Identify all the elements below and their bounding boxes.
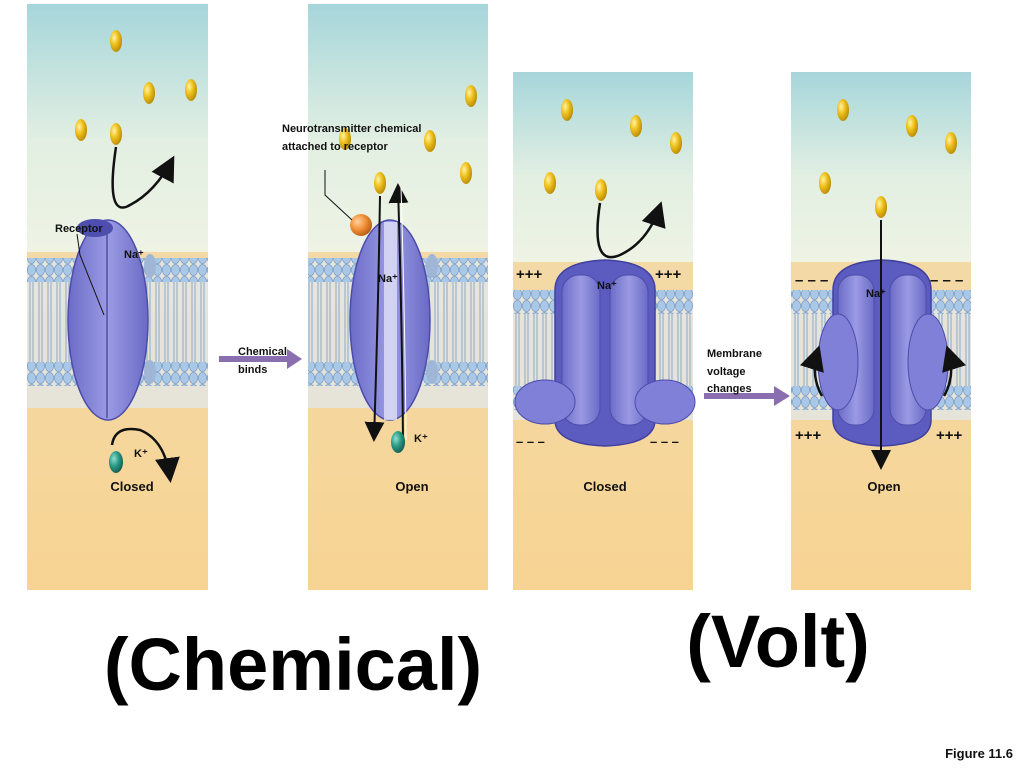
panel-voltage-closed: Na⁺ +++ +++ – – – – – – Closed <box>513 72 696 590</box>
transition-line-1: Membrane <box>707 348 762 360</box>
panel-chemical-closed: Receptor Na⁺ K⁺ Closed <box>27 4 208 590</box>
channel-protein <box>349 219 438 421</box>
sodium-label: Na⁺ <box>378 273 398 285</box>
status-label: Open <box>867 479 900 494</box>
neurotransmitter-bound <box>350 214 372 236</box>
sodium-label: Na⁺ <box>597 280 617 292</box>
transition-line-3: changes <box>707 383 752 395</box>
neurotransmitter-molecule <box>819 99 957 218</box>
sodium-label: Na⁺ <box>124 249 144 261</box>
charge-top-right: – – – <box>930 272 963 289</box>
status-label: Closed <box>110 479 153 494</box>
charge-bottom-left: +++ <box>795 427 822 444</box>
charge-bottom-right: +++ <box>936 427 963 444</box>
potassium-ion <box>391 431 405 453</box>
panel-chemical-open: Neurotransmitter chemical attached to re… <box>282 4 488 590</box>
title-chemical: (Chemical) <box>104 623 482 706</box>
charge-bottom-right: – – – <box>650 434 679 449</box>
panel-voltage-open: Na⁺ – – – – – – +++ +++ Open <box>791 72 971 590</box>
title-voltage: (Volt) <box>686 600 870 683</box>
channel-protein <box>67 219 156 421</box>
status-label: Closed <box>583 479 626 494</box>
receptor-label: Receptor <box>55 223 103 235</box>
charge-top-right: +++ <box>655 266 682 283</box>
potassium-label: K⁺ <box>414 433 428 445</box>
transition-line-2: voltage <box>707 366 746 378</box>
callout-line-1: Neurotransmitter chemical <box>282 123 421 135</box>
neurotransmitter-molecule <box>544 99 682 201</box>
charge-top-left: – – – <box>795 272 828 289</box>
potassium-label: K⁺ <box>134 448 148 460</box>
status-label: Open <box>395 479 428 494</box>
transition-line-1: Chemical <box>238 346 287 358</box>
charge-top-left: +++ <box>516 266 543 283</box>
transition-chemical: Chemical binds <box>219 346 302 376</box>
channel-protein <box>514 259 696 447</box>
transition-voltage: Membrane voltage changes <box>704 348 790 406</box>
figure-label: Figure 11.6 <box>945 746 1013 761</box>
neurotransmitter-molecule <box>75 30 197 145</box>
potassium-ion <box>109 451 123 473</box>
transition-line-2: binds <box>238 364 267 376</box>
charge-bottom-left: – – – <box>516 434 545 449</box>
neurotransmitter-molecule <box>339 85 477 194</box>
callout-line-2: attached to receptor <box>282 141 388 153</box>
sodium-label: Na⁺ <box>866 288 886 300</box>
